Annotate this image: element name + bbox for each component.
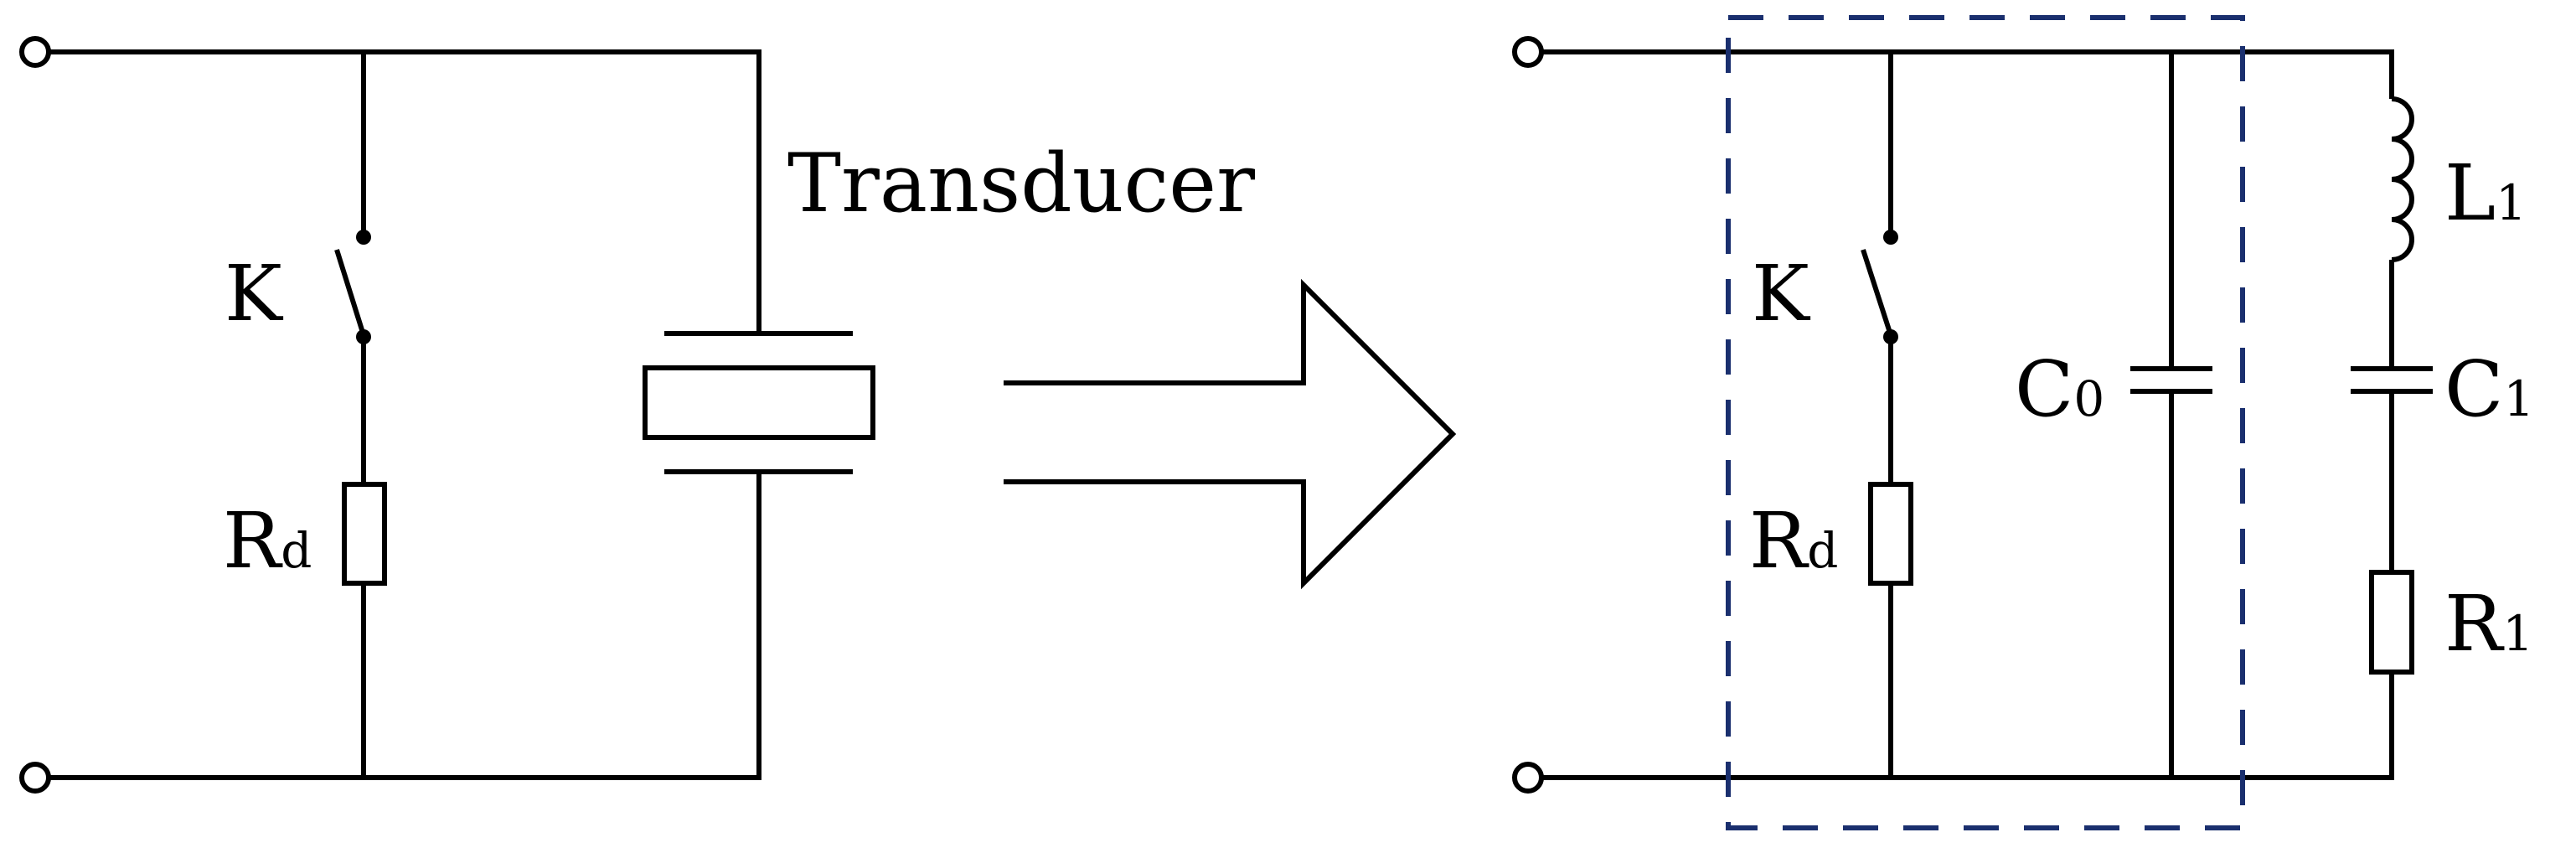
transducer-crystal <box>643 365 875 440</box>
right-switch-upper-contact-icon <box>1883 230 1898 245</box>
right-bottom-rail <box>1541 672 2394 780</box>
c0-label: C0 <box>2015 344 2104 434</box>
right-switch-label: K <box>1752 249 1811 339</box>
equivalent-box <box>1726 15 2245 830</box>
right-top-rail <box>1541 49 2394 99</box>
transducer-label: Transducer <box>787 137 1255 230</box>
inductor-l1 <box>2391 96 2414 262</box>
left-resistor-rd <box>342 482 387 586</box>
left-bottom-rail <box>49 473 761 780</box>
left-resistor-label: Rd <box>223 496 312 586</box>
right-circuit: K Rd C0 L1 C1 R1 <box>1512 15 2534 830</box>
left-top-rail <box>49 49 761 331</box>
c1-label: C1 <box>2444 344 2534 434</box>
resistor-r1 <box>2369 570 2414 675</box>
right-switch-blade <box>1861 249 1893 336</box>
arrow-icon <box>1004 278 1457 590</box>
left-bottom-terminal-icon <box>19 762 51 794</box>
r1-label: R1 <box>2444 579 2533 669</box>
left-circuit: K Rd Transducer <box>19 36 1255 794</box>
left-top-terminal-icon <box>19 36 51 68</box>
left-switch-blade <box>334 249 366 336</box>
left-switch-label: K <box>225 249 284 339</box>
left-switch-upper-contact-icon <box>356 230 371 245</box>
right-bottom-terminal-icon <box>1512 762 1544 794</box>
l1-label: L1 <box>2444 148 2527 238</box>
right-top-terminal-icon <box>1512 36 1544 68</box>
right-resistor-rd <box>1868 482 1913 586</box>
right-resistor-label: Rd <box>1749 496 1838 586</box>
